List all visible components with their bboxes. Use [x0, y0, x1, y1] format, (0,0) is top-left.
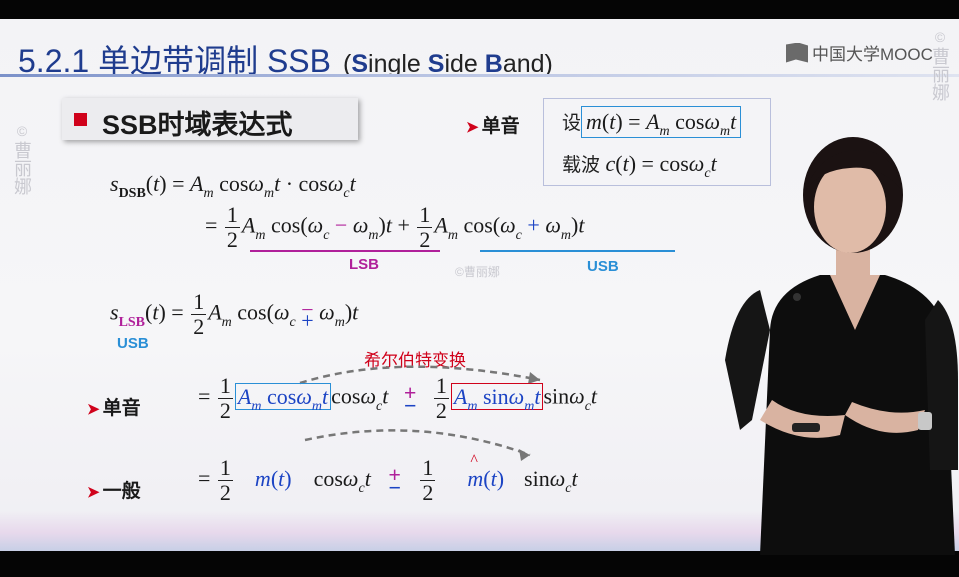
book-icon	[786, 42, 808, 63]
label-single-tone: ➤单音	[87, 393, 141, 420]
hilbert-arrow-bottom	[304, 429, 531, 457]
title-underline	[0, 74, 959, 77]
hat-icon: ^	[470, 451, 478, 469]
usb-underline	[480, 250, 675, 252]
lsb-underline	[250, 250, 440, 252]
letterbox-top	[0, 0, 959, 19]
microphone-icon	[793, 293, 801, 301]
watermark-center: ©曹丽娜	[455, 265, 500, 279]
usb-tag: USB	[587, 258, 619, 275]
watermark-left: © 曹丽娜	[12, 120, 32, 199]
logo-text: 中国大学MOOC	[812, 45, 933, 64]
subtitle-letter-b: B	[484, 50, 503, 78]
carrier-definition: 载波 c(t) = cosωct	[562, 151, 717, 181]
lsb-tag: LSB	[349, 256, 379, 273]
hilbert-arrow-top	[299, 365, 541, 385]
presenter-bangs	[806, 150, 902, 190]
subtitle-paren: (	[343, 50, 352, 78]
bracelet-icon	[918, 412, 932, 430]
single-tone-text: 单音	[481, 116, 520, 137]
presenter-neckline	[830, 275, 880, 330]
cos-term-box: Am cosωmt	[234, 382, 332, 414]
subtitle-and: and)	[502, 50, 553, 78]
clicker-icon	[792, 423, 820, 432]
slide-title: 5.2.1 单边带调制 SSB(Single Side Band)	[18, 36, 553, 82]
subtitle-letter-s2: S	[427, 50, 445, 78]
copyright-icon: ©	[934, 29, 946, 45]
tone-definition-panel	[543, 98, 771, 186]
triangle-arrow-icon: ➤	[87, 401, 100, 418]
watermark-right-text: 曹丽娜	[930, 47, 950, 101]
arrow-head-icon	[519, 449, 530, 461]
label-general: ➤一般	[87, 476, 141, 503]
title-main: 5.2.1 单边带调制 SSB	[18, 43, 331, 79]
message-formula-box: m(t) = Am cosωmt	[581, 106, 742, 139]
general-text: 一般	[102, 481, 141, 502]
watermark-right: © 曹丽娜	[930, 26, 950, 105]
set-label: 设	[562, 112, 582, 134]
subtitle-ide: ide	[444, 50, 485, 78]
arrow-head-icon	[528, 372, 540, 384]
mooc-logo: 中国大学MOOC	[786, 40, 933, 65]
presenter-left-sleeve	[725, 290, 770, 430]
section-header: SSB时域表达式	[62, 98, 358, 140]
presenter-left-arm	[760, 400, 845, 438]
subtitle-letter-s1: S	[351, 50, 369, 78]
label-single-tone-top: ➤单音	[466, 111, 520, 138]
presenter-right-arm	[845, 402, 925, 433]
triangle-arrow-icon: ➤	[87, 484, 100, 501]
triangle-arrow-icon: ➤	[466, 119, 479, 136]
presenter-right-sleeve	[925, 300, 958, 470]
bullet-square-icon	[74, 113, 87, 126]
sin-term-box: Am sinωmt	[450, 382, 544, 414]
watermark-left-text: 曹丽娜	[12, 141, 32, 195]
hilbert-transform-label: 希尔伯特变换	[364, 351, 466, 371]
single-tone-text: 单音	[102, 398, 141, 419]
carrier-label: 载波	[562, 154, 601, 176]
letterbox-bottom	[0, 551, 959, 577]
usb-tag-left: USB	[117, 335, 149, 352]
presenter-face	[814, 161, 886, 253]
dsb-equation-line1: sDSB(t) = Am cosωmt · cosωct	[110, 171, 356, 201]
copyright-icon: ©	[16, 123, 28, 139]
section-title: SSB时域表达式	[102, 110, 293, 140]
title-subtitle: (Single Side Band)	[343, 50, 553, 78]
subtitle-ingle: ingle	[368, 50, 428, 78]
